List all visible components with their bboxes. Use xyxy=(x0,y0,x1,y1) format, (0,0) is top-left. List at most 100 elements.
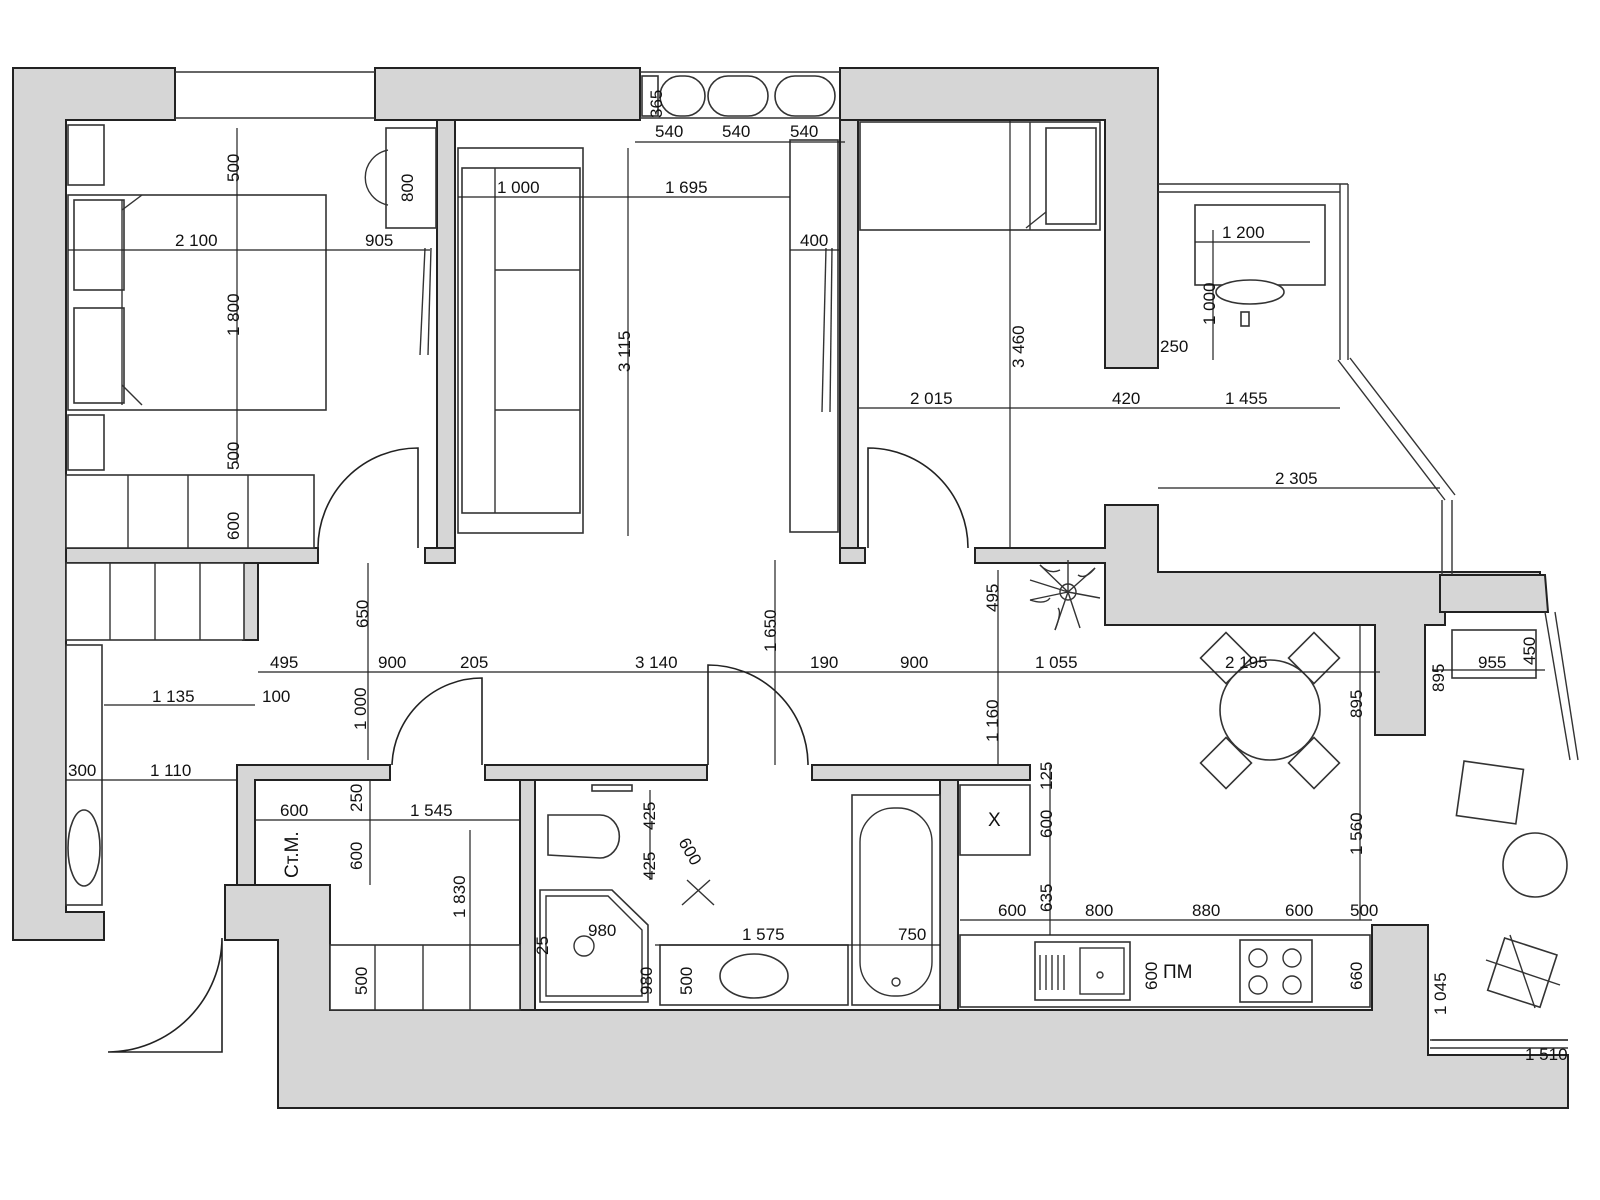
dimension-label: 3 460 xyxy=(1009,325,1028,368)
dimension-label: 425 xyxy=(640,802,659,830)
dimension-label: 500 xyxy=(352,967,371,995)
stove-icon xyxy=(1239,939,1313,1003)
door-bedroom-1[interactable] xyxy=(317,447,419,549)
armchair-icon xyxy=(1455,760,1525,825)
nightstand xyxy=(67,414,105,471)
partition-bedroom1-bottom xyxy=(65,547,319,564)
dimension-label: 980 xyxy=(588,921,616,940)
dimension-label: 600 xyxy=(1285,901,1313,920)
dimension-label: 1 110 xyxy=(150,761,191,780)
wardrobe-bedroom xyxy=(65,474,315,549)
dimension-label: 125 xyxy=(1037,762,1056,790)
radiator-cap xyxy=(641,75,659,117)
dimension-label: 1 560 xyxy=(1347,812,1366,855)
dimension-label: 500 xyxy=(677,967,696,995)
entrance-door[interactable] xyxy=(107,937,223,1053)
dimension-label: 250 xyxy=(1160,337,1188,356)
bathroom-furniture xyxy=(539,784,941,1006)
dimension-label: 500 xyxy=(1350,901,1378,920)
dimension-label: 1 055 xyxy=(1035,653,1078,672)
outer-wall-top-left xyxy=(374,67,641,121)
dimension-label: 420 xyxy=(1112,389,1140,408)
dimension-label: 1 455 xyxy=(1225,389,1268,408)
partition-wc-top xyxy=(236,764,391,886)
kitchen-furniture xyxy=(959,784,1371,1008)
dimension-label: 300 xyxy=(68,761,96,780)
dimension-label: 900 xyxy=(378,653,406,672)
dimension-label: 2 305 xyxy=(1275,469,1318,488)
dimension-label: 540 xyxy=(655,122,683,141)
dimension-label: 1 160 xyxy=(983,699,1002,742)
dimension-label: 600 xyxy=(1037,810,1056,838)
partition-bedroom2-bottom xyxy=(839,547,866,564)
dimension-label: 905 xyxy=(365,231,393,250)
living-room-furniture xyxy=(457,139,839,534)
dimension-label: 1 545 xyxy=(410,801,453,820)
dimension-label: 1 650 xyxy=(761,609,780,652)
dimension-label: 3 140 xyxy=(635,653,678,672)
utility-cabinet xyxy=(959,784,1031,856)
vertical-dimension-labels: 365 500 800 1 800 500 600 3 115 3 460 1 … xyxy=(224,90,1539,1015)
tv-unit xyxy=(789,139,839,533)
doors xyxy=(107,447,969,1053)
dimension-label: 495 xyxy=(270,653,298,672)
dimension-label: 600 xyxy=(280,801,308,820)
nightstand xyxy=(67,124,105,186)
dimension-label: 540 xyxy=(790,122,818,141)
dimension-label: 1 000 xyxy=(351,687,370,730)
dimension-label: 100 xyxy=(262,687,290,706)
dimension-label: 540 xyxy=(722,122,750,141)
dimension-label: 1 800 xyxy=(224,293,243,336)
dimension-label: 1 135 xyxy=(152,687,195,706)
window-planter xyxy=(707,75,769,117)
dimension-label: 600 xyxy=(998,901,1026,920)
shower-drain xyxy=(573,935,595,957)
flush-panel xyxy=(591,784,633,792)
dining-chair xyxy=(1287,736,1341,790)
dimension-label: 660 xyxy=(1347,962,1366,990)
office-chair xyxy=(1215,279,1285,305)
dimension-label: 500 xyxy=(224,154,243,182)
dimension-label: 895 xyxy=(1429,664,1448,692)
dining-chair xyxy=(1199,631,1253,685)
dimension-label: 900 xyxy=(900,653,928,672)
dimension-label: 750 xyxy=(898,925,926,944)
dimension-label: 600 xyxy=(347,842,366,870)
dining-chair xyxy=(1287,631,1341,685)
dimension-label: 500 xyxy=(224,442,243,470)
dimension-label: 600 xyxy=(675,835,706,869)
window-planter xyxy=(659,75,706,117)
partition-bath-kitchen xyxy=(939,779,959,1011)
partition-wc-bath xyxy=(519,779,536,1011)
dimension-label: 450 xyxy=(1520,637,1539,665)
dishwasher-label: ПМ xyxy=(1163,962,1192,983)
sofa-seat xyxy=(461,167,581,514)
partition-bath2-top xyxy=(811,764,1031,781)
balcony-desk xyxy=(1194,204,1326,286)
door-wc[interactable] xyxy=(391,677,483,766)
door-bedroom-2[interactable] xyxy=(867,447,969,549)
toilet-icon xyxy=(547,814,621,859)
partition-bedroom1-bottom-r xyxy=(424,547,456,564)
partition-living-bedroom2 xyxy=(839,119,859,564)
chair-base xyxy=(1240,311,1250,327)
dimension-label: 895 xyxy=(1347,690,1366,718)
dimension-label: 2 195 xyxy=(1225,653,1268,672)
partition-bath-top xyxy=(484,764,708,781)
round-side-table xyxy=(1502,832,1568,898)
bedroom-1-furniture xyxy=(65,124,437,549)
bedroom-2-furniture xyxy=(859,121,1101,231)
plant-icon xyxy=(1029,560,1101,631)
dimension-label: 2 100 xyxy=(175,231,218,250)
dimension-label: 425 xyxy=(640,852,659,880)
partition-bedroom2-bottom-r xyxy=(974,504,1541,736)
cross-mark: X xyxy=(988,810,1001,831)
dimension-label: 205 xyxy=(460,653,488,672)
door-bathroom[interactable] xyxy=(707,664,809,766)
dimension-label: 800 xyxy=(1085,901,1113,920)
room-labels: Ст.М. ПМ X xyxy=(282,810,1192,983)
pillow xyxy=(73,307,125,404)
dimension-label: 25 xyxy=(533,936,552,955)
dimension-label: 955 xyxy=(1478,653,1506,672)
